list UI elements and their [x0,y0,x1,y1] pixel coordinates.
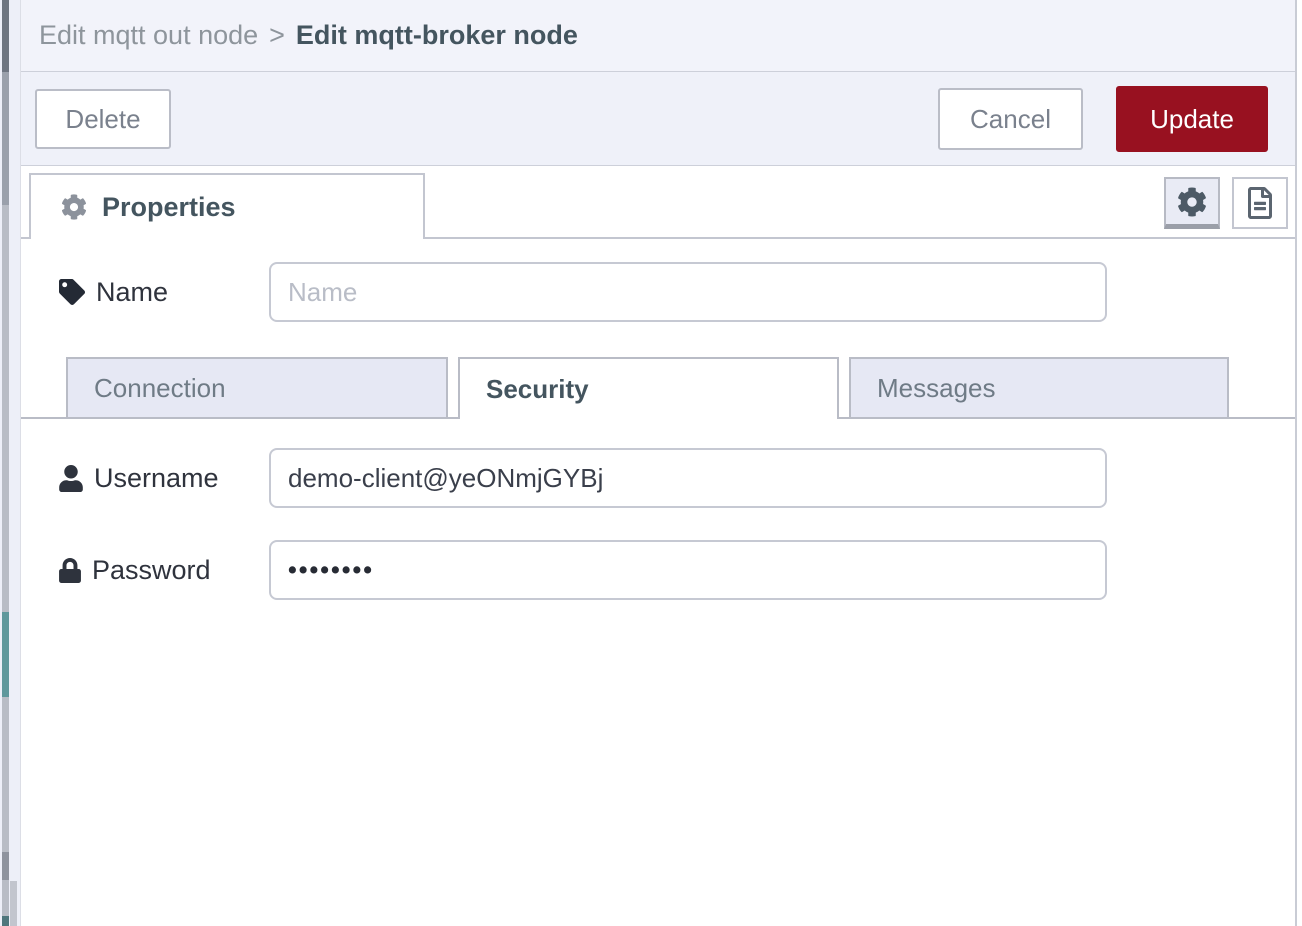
tab-messages-label: Messages [877,372,996,403]
palette-node-teal [2,612,9,697]
name-label: Name [59,262,168,322]
tab-security[interactable]: Security [458,357,839,419]
cog-icon [1177,186,1207,217]
edit-node-dialog: Edit mqtt out node > Edit mqtt-broker no… [20,0,1297,926]
tab-connection[interactable]: Connection [66,357,448,419]
tag-icon [59,279,85,305]
edit-form: Properties Name [21,166,1295,926]
tab-security-label: Security [486,373,589,404]
node-description-toggle-button[interactable] [1232,177,1288,229]
dialog-button-bar: Delete Cancel Update [21,72,1295,166]
cog-icon [61,194,87,220]
password-label-text: Password [92,554,211,585]
username-label: Username [59,448,219,508]
tab-properties[interactable]: Properties [29,173,425,239]
scrollbar-segment [2,205,9,612]
properties-tabbar: Properties [21,173,1295,239]
password-input[interactable] [269,540,1107,600]
node-settings-toggle-button[interactable] [1164,177,1220,229]
dialog-header: Edit mqtt out node > Edit mqtt-broker no… [21,0,1295,72]
name-input[interactable] [269,262,1107,322]
delete-button[interactable]: Delete [35,89,171,149]
breadcrumb-parent[interactable]: Edit mqtt out node [39,20,259,50]
username-label-text: Username [94,462,219,493]
palette-scrollbar[interactable] [2,0,9,926]
tab-connection-label: Connection [94,372,226,403]
scrollbar-stub [10,881,17,926]
tab-messages[interactable]: Messages [849,357,1229,419]
breadcrumb-separator: > [269,20,285,50]
username-input[interactable] [269,448,1107,508]
scrollbar-segment [2,0,9,72]
scrollbar-segment [2,880,9,916]
user-icon [59,464,83,492]
editor-background-sliver [0,0,20,926]
update-button[interactable]: Update [1116,86,1268,152]
scrollbar-segment [2,697,9,852]
name-label-text: Name [96,276,169,307]
palette-node-teal [2,916,9,926]
cancel-button[interactable]: Cancel [938,88,1083,150]
tab-properties-label: Properties [102,191,236,222]
password-label: Password [59,540,211,600]
broker-subtabs: Connection Security Messages [21,357,1295,419]
scrollbar-segment [2,72,9,205]
breadcrumb-current: Edit mqtt-broker node [295,20,578,50]
lock-icon [59,557,81,583]
document-icon [1247,187,1273,219]
scrollbar-segment [2,852,9,880]
